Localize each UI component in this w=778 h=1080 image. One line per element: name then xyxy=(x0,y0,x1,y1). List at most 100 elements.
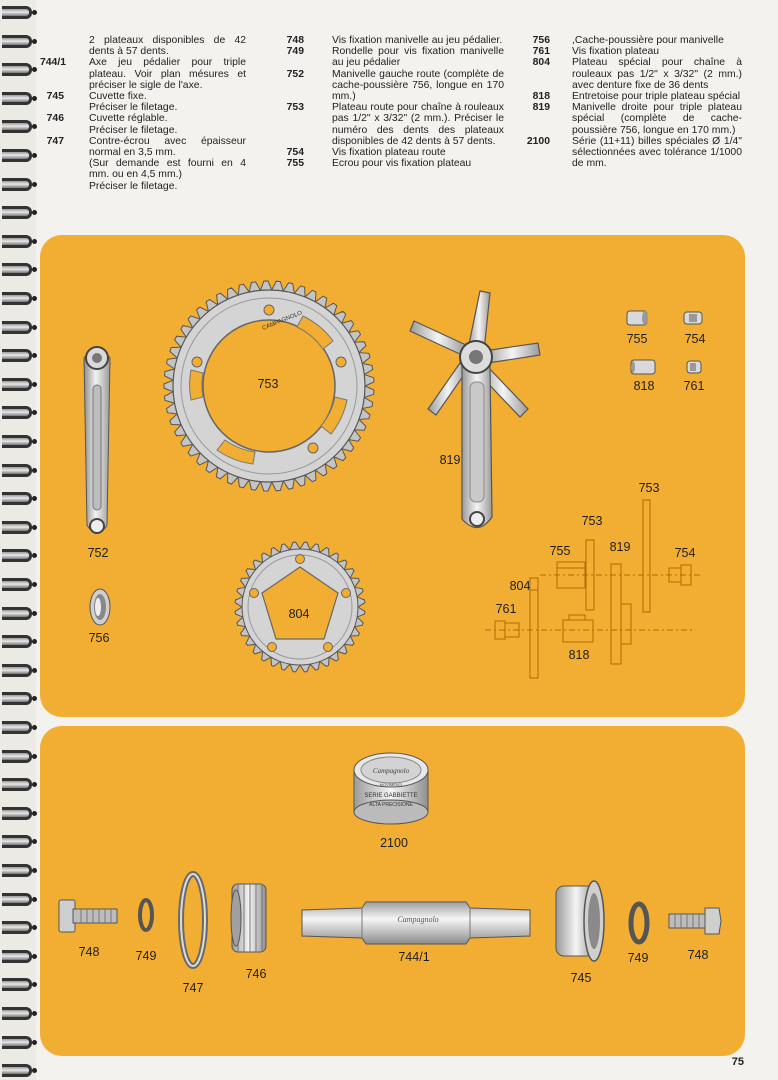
part-number: 753 xyxy=(286,102,304,114)
binding-ring xyxy=(2,378,37,391)
part-description: Rondelle pour vis fixation manivelle au … xyxy=(332,46,504,69)
part-description: Manivelle gauche route (complète de cach… xyxy=(332,68,504,103)
bolt-754-image xyxy=(683,311,703,325)
binding-ring xyxy=(2,921,37,934)
binding-ring xyxy=(2,664,37,677)
binding-ring xyxy=(2,92,37,105)
diagram-label: 753 xyxy=(638,480,660,495)
part-number xyxy=(40,158,64,180)
part-number: 818 xyxy=(532,91,550,103)
part-number: 761 xyxy=(532,46,550,58)
washer-749-right-image xyxy=(628,901,650,945)
diagram-label: 761 xyxy=(495,601,517,616)
tin-brand-stamp: Campagnolo xyxy=(373,767,410,775)
part-description: 2 plateaux disponibles de 42 dents à 57 … xyxy=(89,35,246,58)
part-label: 744/1 xyxy=(398,949,430,964)
part-number: 756 xyxy=(532,35,550,46)
part-label: 804 xyxy=(288,606,310,621)
part-number: 752 xyxy=(286,68,304,80)
axle-brand-stamp: Campagnolo xyxy=(397,915,438,924)
binding-ring xyxy=(2,1007,37,1020)
tin-text-stamp: SERIE GABBIETTE xyxy=(364,793,417,799)
part-description: Préciser le filetage. xyxy=(89,102,178,114)
part-number: 749 xyxy=(286,46,304,58)
adjustable-cup-746-image xyxy=(230,883,267,953)
diagram-label: 753 xyxy=(581,513,603,528)
binding-ring xyxy=(2,721,37,734)
crank-bolt-748-right-image xyxy=(668,907,722,935)
legend-entry: 749 Rondelle pour vis fixation manivelle … xyxy=(282,46,504,68)
binding-ring xyxy=(2,578,37,591)
part-number: 755 xyxy=(286,158,304,170)
binding-ring xyxy=(2,321,37,334)
binding-ring xyxy=(2,349,37,362)
part-label: 755 xyxy=(626,331,648,346)
binding-ring xyxy=(2,978,37,991)
part-description: Contre-écrou avec épaisseur normal en 3,… xyxy=(89,135,246,159)
assembly-section-diagram xyxy=(485,499,700,679)
crank-bolt-748-left-image xyxy=(58,899,118,933)
legend-entry: Préciser le filetage. xyxy=(40,102,246,113)
part-description: Plateau route pour chaîne à rouleaux pas… xyxy=(332,102,504,147)
spacer-818-image xyxy=(630,359,656,375)
part-description: Cuvette fixe. xyxy=(89,91,147,103)
part-description: Cuvette réglable. xyxy=(89,113,168,125)
part-description: Vis fixation manivelle au jeu pédalier. xyxy=(332,35,503,46)
legend-entry: 819 Manivelle droite pour triple plateau … xyxy=(522,102,742,136)
part-label: 754 xyxy=(684,331,706,346)
fixed-cup-745-image xyxy=(555,880,605,962)
binding-ring xyxy=(2,521,37,534)
binding-ring xyxy=(2,263,37,276)
part-label: 753 xyxy=(257,376,279,391)
legend-entry: 2 plateaux disponibles de 42 dents à 57 … xyxy=(40,35,246,57)
legend-entry: 753 Plateau route pour chaîne à rouleaux … xyxy=(282,102,504,147)
binding-ring xyxy=(2,492,37,505)
dust-cap-756-image xyxy=(89,588,111,626)
nut-755-image xyxy=(626,310,648,326)
part-number xyxy=(40,125,64,136)
binding-ring xyxy=(2,778,37,791)
part-label: 749 xyxy=(135,948,157,963)
part-label: 748 xyxy=(78,944,100,959)
binding-ring xyxy=(2,893,37,906)
diagram-label: 818 xyxy=(568,647,590,662)
part-label: 819 xyxy=(439,452,461,467)
chainring-804-image xyxy=(234,541,366,673)
binding-ring xyxy=(2,120,37,133)
legend-column-2: 748 Vis fixation manivelle au jeu pédalie… xyxy=(282,35,504,169)
binding-ring xyxy=(2,149,37,162)
binding-ring xyxy=(2,750,37,763)
part-number: 819 xyxy=(532,102,550,114)
binding-ring xyxy=(2,406,37,419)
binding-ring xyxy=(2,950,37,963)
binding-ring xyxy=(2,206,37,219)
part-label: 752 xyxy=(87,545,109,560)
part-label: 747 xyxy=(182,980,204,995)
binding-ring xyxy=(2,835,37,848)
part-number: 748 xyxy=(286,35,304,46)
bolt-761-image xyxy=(686,360,702,374)
tin-text-stamp: ALTA PRECISIONE xyxy=(369,802,413,808)
binding-ring xyxy=(2,435,37,448)
binding-ring xyxy=(2,6,37,19)
legend-column-1: 2 plateaux disponibles de 42 dents à 57 … xyxy=(40,35,246,192)
part-number xyxy=(40,181,64,192)
binding-ring xyxy=(2,35,37,48)
parts-panel-bottom-bracket: Campagnolo MOVIMENTI SERIE GABBIETTE ALT… xyxy=(40,726,745,1056)
part-description: Manivelle droite pour triple plateau spé… xyxy=(572,102,742,136)
spiral-binding xyxy=(0,0,37,1080)
part-description: Ecrou pour vis fixation plateau xyxy=(332,158,472,170)
part-label: 746 xyxy=(245,966,267,981)
part-number xyxy=(40,35,64,57)
binding-ring xyxy=(2,692,37,705)
left-crank-752-image xyxy=(83,346,111,534)
lockring-747-image xyxy=(178,871,208,969)
part-label: 818 xyxy=(633,378,655,393)
